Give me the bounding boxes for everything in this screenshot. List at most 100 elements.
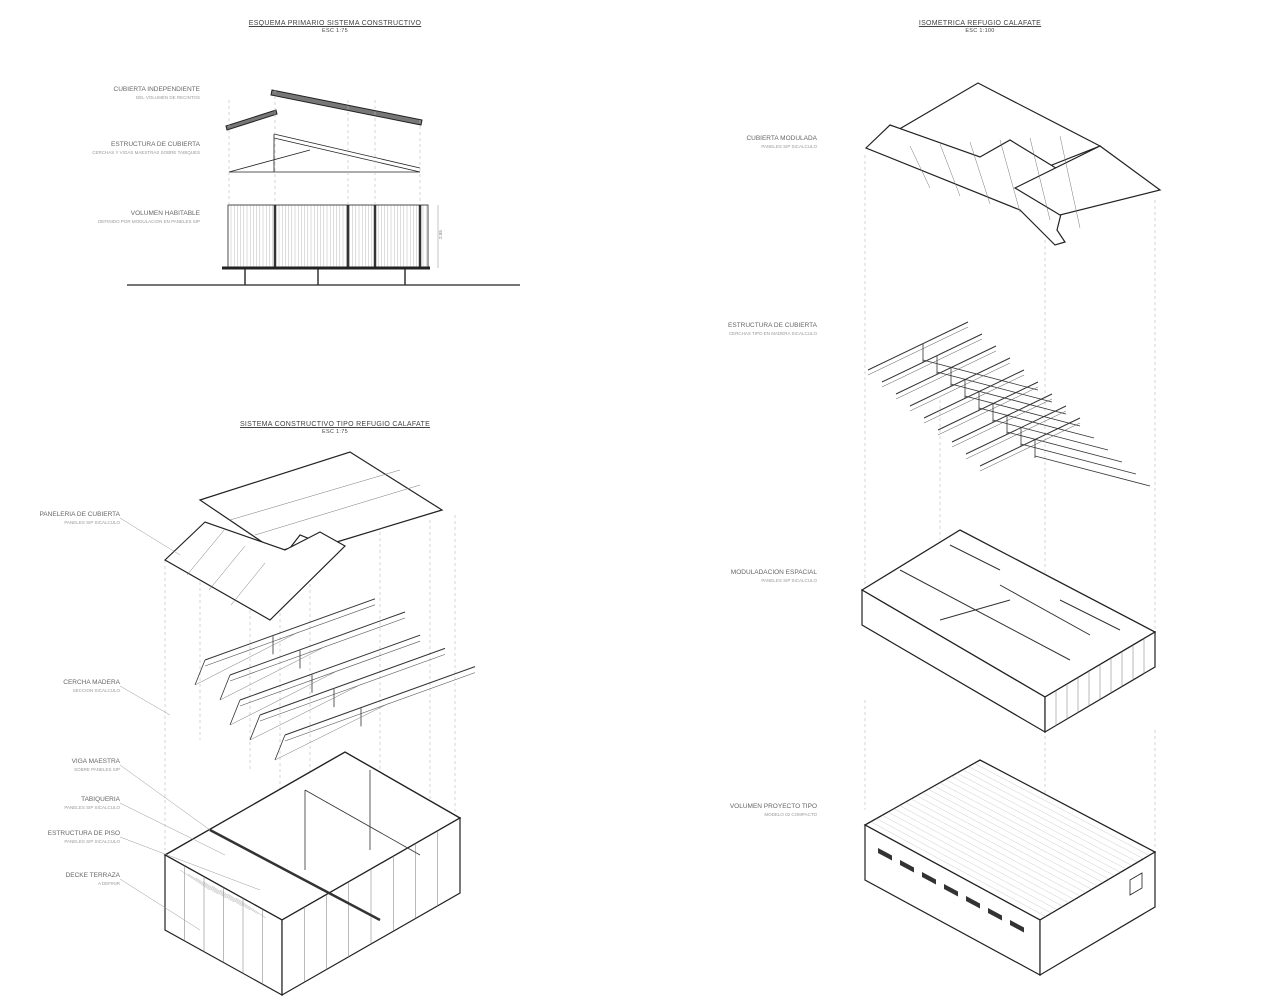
roof-seam: [208, 545, 246, 591]
roof-truss: [979, 422, 1081, 472]
roof-truss: [284, 672, 476, 742]
title-text: ISOMETRICA REFUGIO CALAFATE: [918, 20, 1042, 27]
roof-slab-large: [270, 89, 423, 126]
window: [1129, 872, 1143, 896]
partition: [304, 789, 421, 856]
label-subtitle: CERCHAS TIPO EN MADERA SICALCULO: [728, 331, 817, 336]
roof-seam: [999, 139, 1021, 213]
cladding-line: [951, 776, 1127, 870]
roof-seam: [969, 141, 991, 205]
leader-line: [119, 836, 261, 891]
label-subtitle: CERCHAS Y VIGAS MAESTRAS SOBRE TABIQUES: [92, 150, 200, 155]
roof-truss: [1006, 431, 1123, 463]
deck-board: [179, 869, 211, 891]
label-title: PANELERIA DE CUBIERTA: [39, 511, 120, 518]
label-estructura-cubierta-1: ESTRUCTURA DE CUBIERTA CERCHAS Y VIGAS MA…: [92, 141, 200, 157]
leader-line: [119, 878, 201, 931]
roof-truss: [259, 647, 446, 716]
roof-truss: [937, 386, 1039, 436]
label-title: CERCHA MADERA: [63, 679, 120, 686]
label-estructura-piso: ESTRUCTURA DE PISO PANELES SIP SICALCULO: [48, 830, 120, 846]
roof-truss: [274, 702, 390, 761]
deck-board: [187, 873, 219, 895]
label-cubierta-modulada: CUBIERTA MODULADA PANELES SIP SICALCULO: [746, 135, 817, 151]
window: [944, 883, 958, 897]
window: [988, 908, 1002, 921]
roof-truss: [867, 321, 969, 371]
roof-truss: [239, 640, 421, 707]
isometric-title: ISOMETRICA REFUGIO CALAFATE ESC 1:100: [860, 20, 1100, 34]
label-subtitle: PANELES SIP SICALCULO: [761, 144, 817, 149]
deck-board: [195, 877, 227, 899]
label-subtitle: PANELES SIP SICALCULO: [761, 578, 817, 583]
roof-truss: [923, 369, 1025, 419]
roof-truss: [909, 362, 1011, 412]
label-title: VIGA MAESTRA: [71, 758, 120, 765]
leader-line: [119, 802, 226, 856]
roof-truss: [194, 659, 206, 686]
leader-line: [119, 764, 211, 831]
cladding-line: [882, 815, 1058, 910]
cladding-line: [916, 795, 1092, 890]
roof-truss: [936, 371, 1053, 403]
cladding-line: [899, 805, 1075, 900]
cladding-line: [939, 782, 1115, 876]
label-subtitle: DEL VOLUMEN DE RECINTOS: [135, 95, 200, 100]
cladding-line: [887, 811, 1064, 907]
cladding-line: [974, 763, 1150, 856]
roof-truss: [951, 393, 1053, 443]
roof-truss: [249, 683, 362, 741]
cladding-line: [910, 798, 1087, 893]
roof-truss: [867, 326, 969, 376]
projection-lines: [164, 90, 1156, 920]
label-volumen-habitable: VOLUMEN HABITABLE DEFINIDO POR MODULACION…: [98, 210, 200, 226]
label-title: ESTRUCTURA DE CUBIERTA: [728, 322, 817, 329]
label-subtitle: PANELES SIP SICALCULO: [64, 805, 120, 810]
cladding-line: [945, 779, 1121, 873]
roof-truss: [909, 357, 1011, 407]
cladding-line: [922, 792, 1098, 887]
roof-truss: [274, 734, 286, 761]
label-title: ESTRUCTURA DE PISO: [47, 830, 120, 837]
partition-wall: [999, 584, 1091, 636]
roof-truss: [229, 617, 406, 682]
deck-board: [227, 893, 259, 915]
roof-truss: [229, 669, 340, 726]
label-title: VOLUMEN HABITABLE: [130, 210, 200, 217]
roof-seam: [1029, 137, 1051, 221]
leader-lines: [119, 517, 261, 931]
deck-board: [203, 881, 235, 903]
roof-slab-small: [225, 109, 278, 131]
scale-text: ESC 1:75: [322, 28, 348, 34]
isometric-drawings: [163, 82, 1162, 997]
label-subtitle: DEFINIDO POR MODULACION EN PANELES SIP: [98, 219, 200, 224]
roof-truss: [204, 598, 376, 661]
label-title: ESTRUCTURA DE CUBIERTA: [111, 141, 200, 148]
roof-truss: [229, 699, 241, 726]
height-dimension: 2.55: [437, 230, 443, 239]
window: [900, 860, 914, 873]
window: [966, 896, 980, 909]
label-title: DECKE TERRAZA: [65, 872, 120, 879]
roof-truss: [228, 133, 421, 173]
roof-seam: [939, 143, 961, 197]
cladding-line: [905, 802, 1081, 897]
roof-seam: [186, 528, 226, 576]
roof-seam: [1059, 135, 1081, 229]
cladding-line: [933, 785, 1110, 880]
system-title: SISTEMA CONSTRUCTIVO TIPO REFUGIO CALAFA…: [200, 421, 470, 435]
roof-truss: [965, 410, 1067, 460]
label-title: CUBIERTA MODULADA: [746, 135, 817, 142]
cladding-line: [893, 808, 1069, 904]
roof-truss: [951, 398, 1053, 448]
roof-truss: [1020, 443, 1137, 475]
roof-seam: [229, 469, 401, 521]
label-subtitle: PANELES SIP SICALCULO: [64, 839, 120, 844]
roof-truss: [259, 654, 446, 722]
